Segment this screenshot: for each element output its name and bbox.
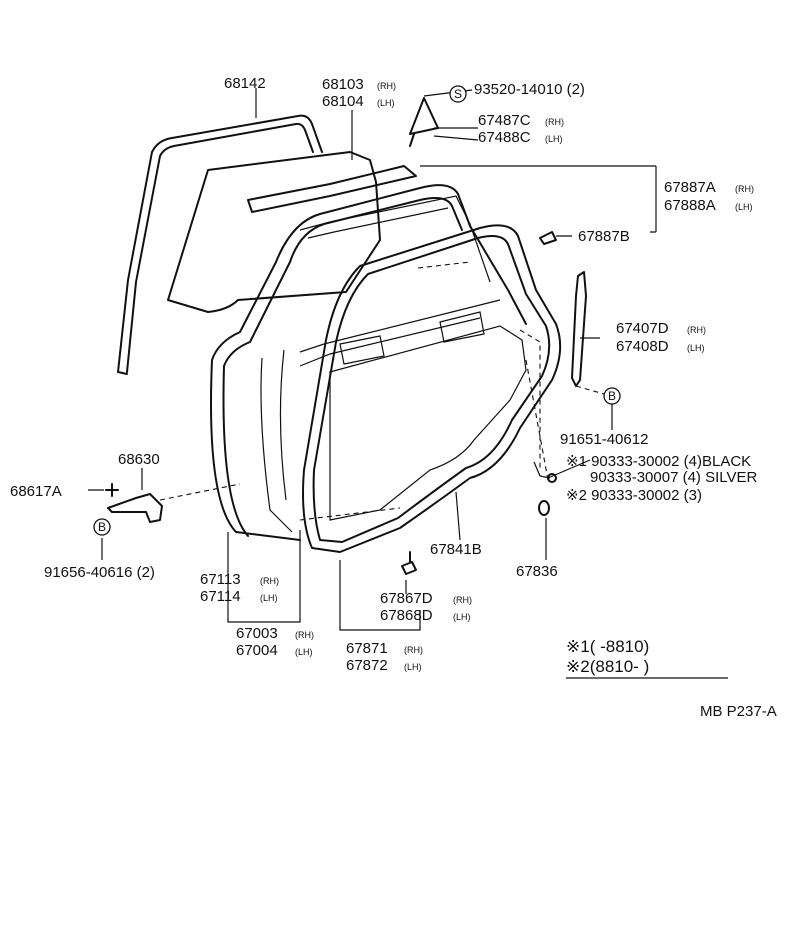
service-hole-seal-67841B bbox=[329, 325, 527, 521]
label-68104: 68104 bbox=[322, 93, 364, 110]
door-glass-68103 bbox=[167, 151, 381, 313]
label-67487C: 67487C bbox=[478, 112, 531, 129]
hinge-dash bbox=[159, 483, 241, 501]
leader-lines bbox=[88, 88, 657, 631]
label-91656: 91656-40616 (2) bbox=[44, 564, 155, 581]
label-67004: 67004 bbox=[236, 642, 278, 659]
door-frame-top bbox=[299, 195, 491, 283]
label-67003: 67003 bbox=[236, 625, 278, 642]
label-67003-rh: (RH) bbox=[295, 630, 314, 640]
label-91651: 91651-40612 bbox=[560, 431, 648, 448]
marker-b-circle-right bbox=[603, 387, 621, 405]
hinge-bolt-68617A bbox=[105, 483, 119, 497]
door-frame-67003 bbox=[210, 184, 527, 541]
legend-note-2: ※2(8810- ) bbox=[566, 657, 649, 676]
division-bar-bolt-dash bbox=[575, 385, 605, 395]
label-67887A: 67887A bbox=[664, 179, 716, 196]
glass-run-channel-68142 bbox=[117, 114, 323, 375]
label-90333-black: ※1 90333-30002 (4)BLACK bbox=[566, 453, 751, 470]
label-67408D: 67408D bbox=[616, 338, 669, 355]
hole-plug-67836 bbox=[538, 500, 550, 516]
label-68630: 68630 bbox=[118, 451, 160, 468]
label-67836: 67836 bbox=[516, 563, 558, 580]
label-67872: 67872 bbox=[346, 657, 388, 674]
label-67488C-lh: (LH) bbox=[545, 134, 563, 144]
label-67408D-lh: (LH) bbox=[687, 343, 705, 353]
label-93520: 93520-14010 (2) bbox=[474, 81, 585, 98]
marker-s: S bbox=[454, 87, 462, 101]
label-67841B: 67841B bbox=[430, 541, 482, 558]
label-67004-lh: (LH) bbox=[295, 647, 313, 657]
legend-note-1: ※1( -8810) bbox=[566, 637, 649, 656]
label-67888A: 67888A bbox=[664, 197, 716, 214]
label-67488C: 67488C bbox=[478, 129, 531, 146]
label-67407D-rh: (RH) bbox=[687, 325, 706, 335]
label-90333-3: ※2 90333-30002 (3) bbox=[566, 487, 702, 504]
marker-b-left: B bbox=[98, 520, 106, 534]
door-hinge-68630 bbox=[107, 493, 163, 523]
label-67113: 67113 bbox=[200, 571, 241, 588]
label-67888A-lh: (LH) bbox=[735, 202, 753, 212]
label-68103: 68103 bbox=[322, 76, 364, 93]
label-67868D-lh: (LH) bbox=[453, 612, 471, 622]
marker-b-circle-left bbox=[93, 518, 111, 536]
label-67113-rh: (RH) bbox=[260, 576, 279, 586]
division-bar-67407D bbox=[571, 271, 587, 387]
label-68104-lh: (LH) bbox=[377, 98, 395, 108]
label-67114-lh: (LH) bbox=[260, 593, 278, 603]
label-67868D: 67868D bbox=[380, 607, 433, 624]
label-67871-rh: (RH) bbox=[404, 645, 423, 655]
label-67871: 67871 bbox=[346, 640, 388, 657]
clip-67867D bbox=[401, 551, 417, 575]
label-68103-rh: (RH) bbox=[377, 81, 396, 91]
belt-moulding-67887A bbox=[247, 165, 417, 213]
label-68617A: 68617A bbox=[10, 483, 62, 500]
weatherstrip-67871 bbox=[302, 224, 562, 553]
corner-piece-67487C bbox=[409, 97, 439, 147]
label-67867D: 67867D bbox=[380, 590, 433, 607]
marker-s-circle bbox=[449, 85, 467, 103]
label-90333-silver: 90333-30007 (4) SILVER bbox=[590, 469, 757, 486]
label-67114: 67114 bbox=[200, 588, 241, 605]
label-67407D: 67407D bbox=[616, 320, 669, 337]
label-68142: 68142 bbox=[224, 75, 266, 92]
label-67887A-rh: (RH) bbox=[735, 184, 754, 194]
label-67867D-rh: (RH) bbox=[453, 595, 472, 605]
label-67872-lh: (LH) bbox=[404, 662, 422, 672]
marker-b-right: B bbox=[608, 389, 616, 403]
clip-67887B bbox=[539, 231, 557, 245]
label-67887B: 67887B bbox=[578, 228, 630, 245]
label-67487C-rh: (RH) bbox=[545, 117, 564, 127]
door-frame-inner bbox=[260, 299, 501, 533]
diagram-code: MB P237-A bbox=[700, 703, 777, 720]
